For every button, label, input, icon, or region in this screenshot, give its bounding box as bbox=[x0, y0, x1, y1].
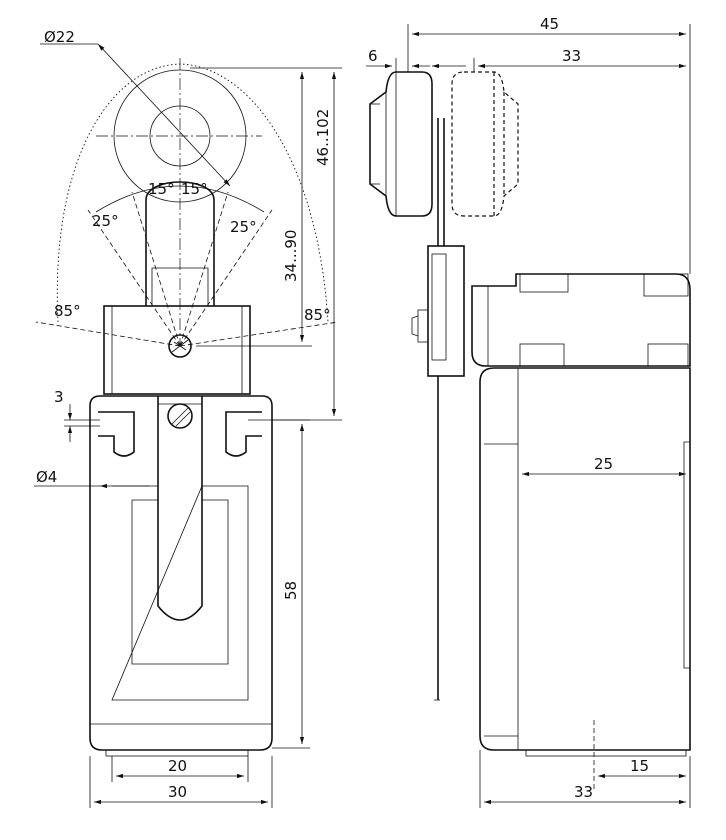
lever-head bbox=[103, 305, 251, 395]
dim-roller-offset: 34...90 bbox=[282, 230, 300, 282]
dim-roller-diameter: Ø22 bbox=[44, 28, 75, 46]
clamp-nut bbox=[417, 309, 429, 343]
side-head bbox=[471, 273, 691, 367]
side-view: 45 33 6 25 15 33 bbox=[366, 15, 691, 808]
dim-angle-25-right: 25° bbox=[230, 218, 257, 236]
screw bbox=[167, 403, 193, 429]
slot-left bbox=[98, 411, 135, 457]
dim-angle-85-right: 85° bbox=[304, 306, 331, 324]
dim-slot-height: 3 bbox=[54, 388, 64, 406]
front-body bbox=[89, 395, 273, 751]
dim-front-width: 30 bbox=[168, 783, 187, 801]
front-view: Ø22 34...90 46..102 15° 15° 25° 25° 85° … bbox=[34, 28, 342, 808]
pivot bbox=[168, 334, 192, 358]
slot-right bbox=[225, 411, 262, 457]
dim-mounting-hole: Ø4 bbox=[36, 468, 57, 486]
dim-body-height: 58 bbox=[282, 581, 300, 600]
side-dimensions: 45 33 6 25 15 33 bbox=[366, 15, 691, 808]
dim-side-base-width: 33 bbox=[574, 783, 593, 801]
dim-angle-85-left: 85° bbox=[54, 302, 81, 320]
dim-side-hole-offset: 15 bbox=[630, 757, 649, 775]
dim-angle-15-right: 15° bbox=[181, 180, 208, 198]
side-body bbox=[479, 367, 691, 751]
dim-roller-width: 6 bbox=[368, 47, 378, 65]
actuator-plunger bbox=[157, 396, 203, 621]
dim-side-overall: 45 bbox=[540, 15, 559, 33]
angle-rays bbox=[35, 185, 339, 347]
dim-lever-length: 46..102 bbox=[314, 109, 332, 166]
roller-alt-position bbox=[451, 71, 519, 217]
dim-angle-15-left: 15° bbox=[148, 180, 175, 198]
front-dimensions: Ø22 34...90 46..102 15° 15° 25° 25° 85° … bbox=[34, 28, 342, 808]
dim-angle-25-left: 25° bbox=[92, 212, 119, 230]
dim-side-roller-offset: 33 bbox=[562, 47, 581, 65]
dim-side-body-depth: 25 bbox=[594, 455, 613, 473]
dim-hole-spacing: 20 bbox=[168, 757, 187, 775]
roller-side bbox=[369, 71, 433, 217]
